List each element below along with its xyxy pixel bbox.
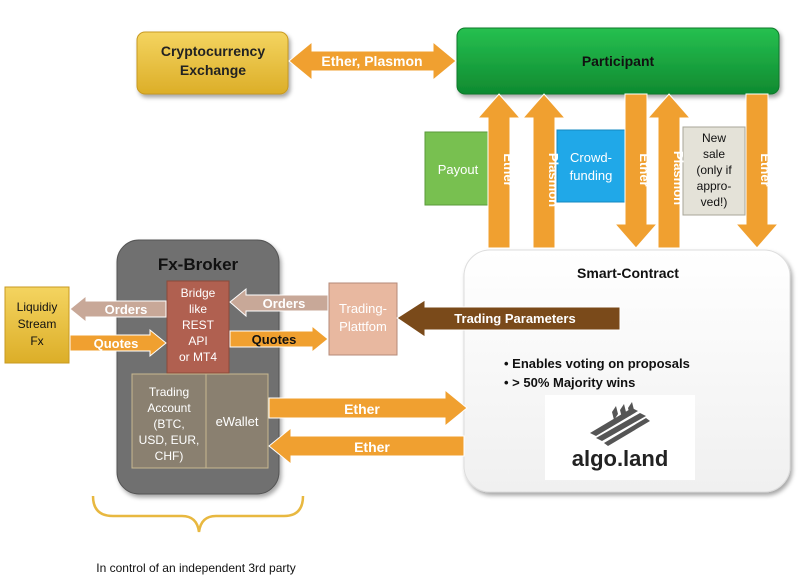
new-sale-node: New sale (only if appro- ved!) (682, 126, 746, 216)
trading-account-line-3: (BTC, (153, 417, 184, 431)
ether-down-arrow-2: Ether (734, 93, 780, 249)
algo-land-mark-icon (590, 402, 650, 446)
algo-land-text: algo.land (572, 446, 669, 471)
ether-to-contract-label: Ether (344, 401, 380, 417)
quotes-to-bridge-arrow: Quotes (69, 328, 167, 358)
smart-contract-bullet-1: • Enables voting on proposals (504, 356, 690, 371)
participant-label: Participant (582, 53, 655, 69)
ether-up-label: Ether (501, 153, 516, 186)
crowdfunding-node: Crowd- funding (556, 129, 626, 203)
trading-platform-line2: Plattfom (339, 319, 387, 334)
plasmon-up-label-2: Plasmon (671, 151, 686, 205)
trading-account-line-5: CHF) (155, 449, 184, 463)
algo-land-logo[interactable]: algo.land (545, 395, 695, 480)
liquidity-line-1: Liquidiy (17, 300, 58, 314)
bridge-node: Bridge like REST API or MT4 (166, 280, 230, 374)
new-sale-line-5: ved!) (701, 195, 728, 209)
participant-node: Participant (456, 27, 780, 95)
trading-account-node: Trading Account (BTC, USD, EUR, CHF) (131, 373, 207, 469)
fx-broker-title: Fx-Broker (158, 255, 239, 274)
ether-down-arrow-1: Ether (613, 93, 659, 249)
quotes-platform-label: Quotes (252, 332, 297, 347)
new-sale-line-2: sale (703, 147, 725, 161)
ether-plasmon-label: Ether, Plasmon (321, 53, 422, 69)
ewallet-node: eWallet (205, 373, 269, 469)
plasmon-up-arrow-2: Plasmon (646, 93, 692, 249)
bridge-line-2: like (189, 302, 207, 316)
liquidity-line-2: Stream (18, 317, 57, 331)
bridge-line-1: Bridge (181, 286, 216, 300)
new-sale-line-4: appro- (697, 179, 732, 193)
orders-platform-label: Orders (263, 296, 306, 311)
trading-account-line-2: Account (147, 401, 191, 415)
trading-platform-node: Trading- Plattfom (328, 282, 398, 356)
ether-up-arrow: Ether (476, 93, 522, 249)
ether-to-contract-arrow: Ether (268, 388, 468, 428)
new-sale-line-3: (only if (696, 163, 732, 177)
bridge-line-4: API (188, 334, 207, 348)
trading-parameters-label: Trading Parameters (454, 311, 575, 326)
independent-party-caption: In control of an independent 3rd party (96, 561, 295, 575)
bridge-line-5: or MT4 (179, 350, 217, 364)
new-sale-line-1: New (702, 131, 726, 145)
plasmon-up-arrow: Plasmon (521, 93, 567, 249)
ether-to-wallet-arrow: Ether (268, 426, 465, 466)
liquidity-line-3: Fx (30, 334, 43, 348)
cryptocurrency-exchange-node: Cryptocurrency Exchange (136, 31, 289, 95)
smart-contract-bullet-2: • > 50% Majority wins (504, 375, 635, 390)
crowdfunding-label-line1: Crowd- (570, 150, 612, 165)
ether-down-label-1: Ether (637, 153, 652, 186)
ether-down-label-2: Ether (758, 153, 773, 186)
ether-to-wallet-label: Ether (354, 439, 390, 455)
quotes-to-platform-arrow: Quotes (229, 324, 329, 354)
orders-bridge-label: Orders (105, 302, 148, 317)
payout-label: Payout (438, 162, 479, 177)
smart-contract-title: Smart-Contract (577, 265, 679, 281)
crowdfunding-label-line2: funding (570, 168, 613, 183)
orders-to-liquidity-arrow: Orders (69, 294, 167, 324)
bridge-line-3: REST (182, 318, 215, 332)
trading-account-line-4: USD, EUR, (139, 433, 200, 447)
plasmon-up-label: Plasmon (546, 153, 561, 207)
ether-plasmon-arrow: Ether, Plasmon (288, 40, 457, 82)
payout-node: Payout (424, 131, 493, 206)
quotes-bridge-label: Quotes (94, 336, 139, 351)
trading-account-line-1: Trading (149, 385, 189, 399)
exchange-label-line2: Exchange (180, 62, 246, 78)
exchange-label-line1: Cryptocurrency (161, 43, 265, 59)
independent-party-brace (91, 495, 305, 533)
ewallet-label: eWallet (216, 414, 259, 429)
orders-to-bridge-arrow: Orders (229, 287, 329, 318)
liquidity-stream-node: Liquidiy Stream Fx (4, 286, 70, 364)
trading-platform-line1: Trading- (339, 301, 387, 316)
trading-parameters-arrow: Trading Parameters (396, 299, 621, 338)
